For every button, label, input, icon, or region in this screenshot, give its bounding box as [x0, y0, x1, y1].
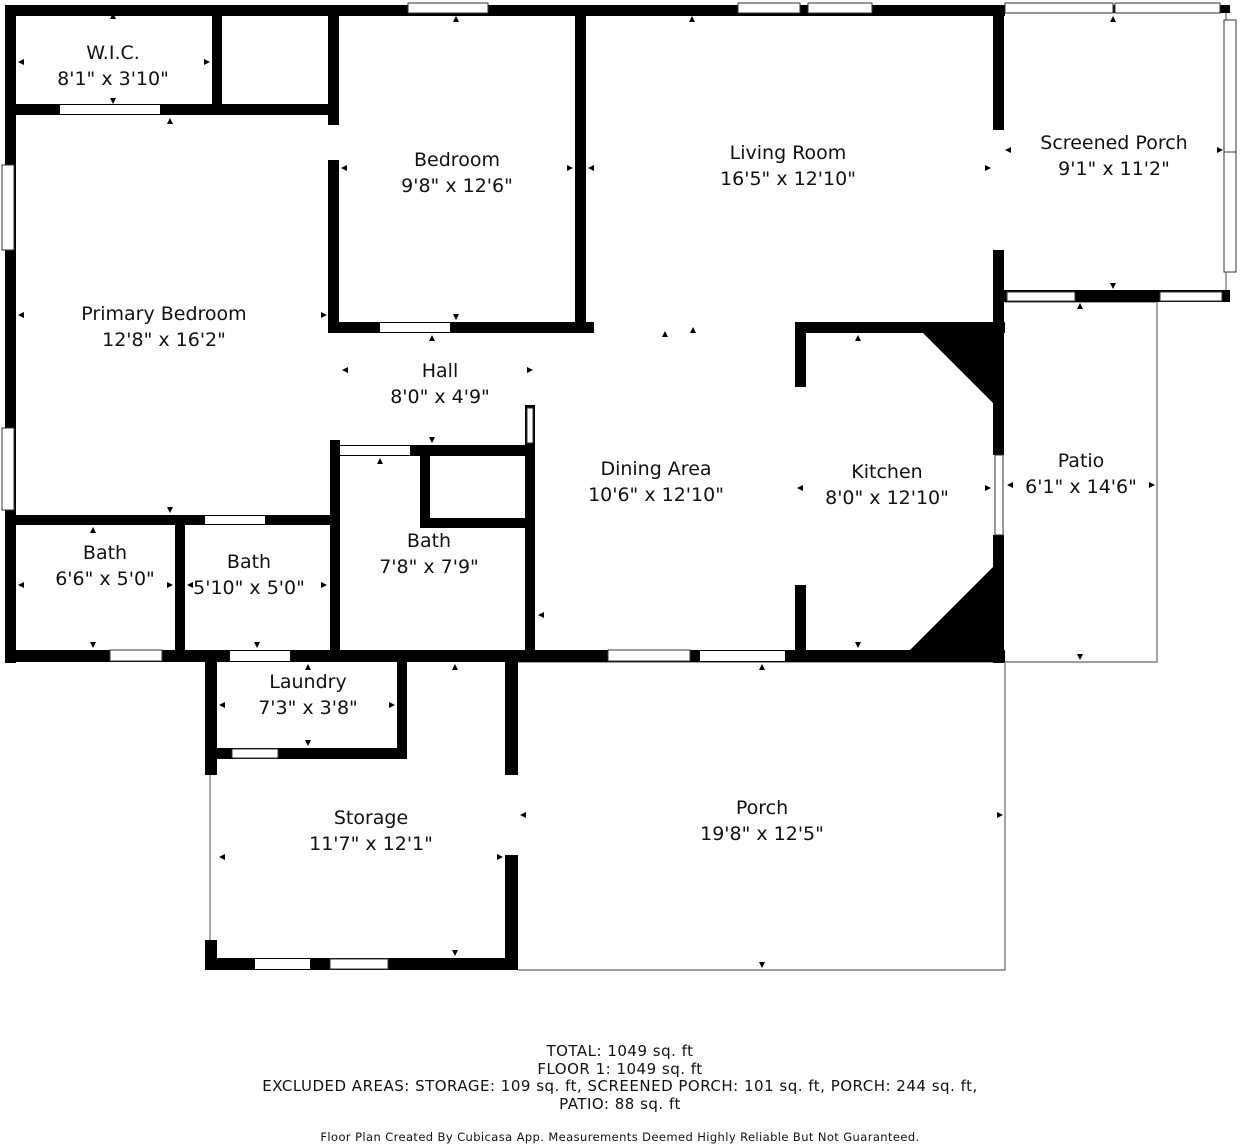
room-name: Hall: [421, 360, 459, 382]
room-size: 16'5" x 12'10": [720, 168, 856, 190]
room-label-hall: Hall 8'0" x 4'9": [390, 358, 490, 410]
room-label-screened-porch: Screened Porch 9'1" x 11'2": [1040, 130, 1187, 182]
room-label-wic: W.I.C. 8'1" x 3'10": [57, 40, 169, 92]
room-label-dining-area: Dining Area 10'6" x 12'10": [588, 456, 724, 508]
room-label-primary-bedroom: Primary Bedroom 12'8" x 16'2": [81, 301, 246, 353]
excluded-areas: EXCLUDED AREAS: STORAGE: 109 sq. ft, SCR…: [262, 1077, 978, 1095]
floor-plan: [1, 2, 1237, 971]
room-size: 8'0" x 12'10": [825, 487, 949, 509]
room-name: Bath: [82, 542, 128, 564]
door-openings: [60, 105, 785, 969]
dimension-ticks: [18, 13, 1223, 968]
room-label-bath-center: Bath 7'8" x 7'9": [379, 528, 479, 580]
room-size: 6'1" x 14'6": [1025, 476, 1137, 498]
room-label-laundry: Laundry 7'3" x 3'8": [258, 669, 358, 721]
total-area: TOTAL: 1049 sq. ft: [546, 1042, 694, 1060]
room-size: 19'8" x 12'5": [700, 823, 824, 845]
patio-area: PATIO: 88 sq. ft: [559, 1094, 681, 1113]
windows: [1, 2, 1237, 970]
room-name: Bath: [226, 551, 272, 573]
area-summary: TOTAL: 1049 sq. ft FLOOR 1: 1049 sq. ft …: [0, 1042, 1240, 1113]
room-name: Laundry: [269, 671, 347, 693]
room-size: 6'6" x 5'0": [55, 568, 155, 590]
room-name: Kitchen: [851, 461, 923, 483]
room-label-storage: Storage 11'7" x 12'1": [309, 805, 433, 857]
room-name: Storage: [333, 807, 409, 829]
room-name: Primary Bedroom: [81, 303, 247, 325]
room-size: 9'1" x 11'2": [1058, 158, 1170, 180]
room-size: 7'8" x 7'9": [379, 556, 479, 578]
room-name: Porch: [735, 797, 789, 819]
room-name: Bath: [406, 530, 452, 552]
room-label-living-room: Living Room 16'5" x 12'10": [720, 140, 856, 192]
room-name: Dining Area: [600, 458, 712, 480]
room-label-patio: Patio 6'1" x 14'6": [1025, 448, 1137, 500]
room-label-bath-left: Bath 6'6" x 5'0": [55, 540, 155, 592]
room-name: Bedroom: [414, 149, 500, 171]
room-name: Patio: [1057, 450, 1105, 472]
room-size: 7'3" x 3'8": [258, 697, 358, 719]
room-size: 8'1" x 3'10": [57, 68, 169, 90]
room-label-kitchen: Kitchen 8'0" x 12'10": [825, 459, 949, 511]
room-size: 10'6" x 12'10": [588, 484, 724, 506]
room-name: Living Room: [729, 142, 847, 164]
room-size: 5'10" x 5'0": [193, 577, 305, 599]
room-name: Screened Porch: [1040, 132, 1188, 154]
room-label-porch: Porch 19'8" x 12'5": [700, 795, 824, 847]
room-size: 8'0" x 4'9": [390, 386, 490, 408]
room-size: 12'8" x 16'2": [102, 329, 226, 351]
room-size: 11'7" x 12'1": [309, 833, 433, 855]
floor-area: FLOOR 1: 1049 sq. ft: [537, 1059, 703, 1078]
room-label-bedroom: Bedroom 9'8" x 12'6": [401, 147, 513, 199]
room-name: W.I.C.: [86, 42, 140, 64]
room-size: 9'8" x 12'6": [401, 175, 513, 197]
room-label-bath-middle: Bath 5'10" x 5'0": [193, 549, 305, 601]
credit-note: Floor Plan Created By Cubicasa App. Meas…: [320, 1130, 920, 1144]
